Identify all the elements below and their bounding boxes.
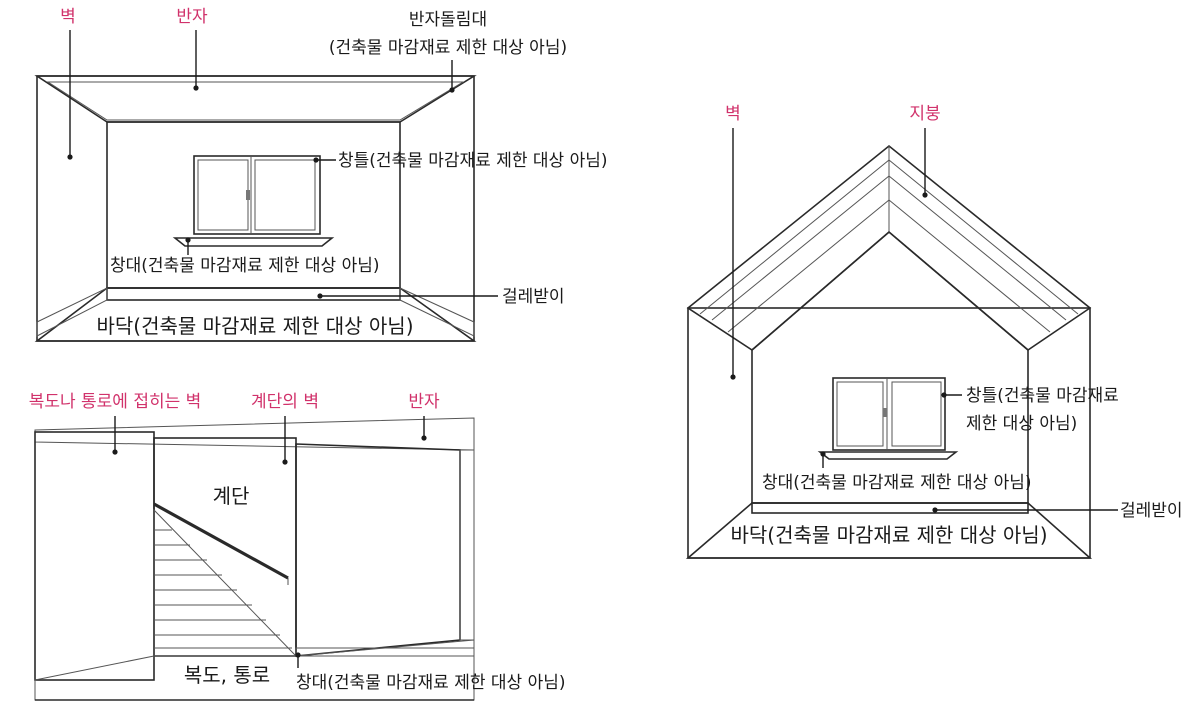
corridor-sill (295, 647, 475, 657)
room-baseboard (106, 287, 401, 301)
gable-window-frame-label-1: 창틀(건축물 마감재료 (966, 386, 1119, 406)
stair-wall-label: 계단의 벽 (251, 392, 319, 412)
gable-wall-label: 벽 (725, 104, 741, 124)
room-crown-label: 반자돌림대 (409, 10, 487, 30)
corridor-wall-label: 복도나 통로에 접히는 벽 (29, 392, 202, 412)
gable-roof-label: 지붕 (909, 104, 940, 124)
room-baseboard-label: 걸레받이 (502, 287, 565, 307)
room-floor-label: 바닥(건축물 마감재료 제한 대상 아님) (96, 314, 413, 338)
gable-baseboard (751, 502, 1029, 514)
gable-window (817, 377, 959, 460)
room-ceiling-label: 반자 (176, 7, 208, 27)
corridor-end-wall (459, 449, 475, 641)
stair-well (153, 437, 297, 657)
corridor-left-wall (34, 431, 155, 681)
gable-window-sill (817, 451, 959, 460)
corridor-sill-label: 창대(건축물 마감재료 제한 대상 아님) (296, 673, 565, 693)
corridor-ceiling-label: 반자 (408, 392, 440, 412)
stair-handrail (153, 502, 289, 580)
corridor-ceiling (34, 417, 475, 451)
stairs-label: 계단 (213, 484, 250, 508)
room-crown-molding (46, 81, 465, 121)
room-window-sill (172, 237, 335, 247)
gable-window-sill-label: 창대(건축물 마감재료 제한 대상 아님) (762, 473, 1031, 493)
corridor-diagram: 복도나 통로에 접히는 벽 계단의 벽 반자 계단 복도, 통로 창대(건축물 … (29, 392, 565, 701)
room-wall-label: 벽 (60, 7, 76, 27)
room-window-frame-label: 창틀(건축물 마감재료 제한 대상 아님) (338, 151, 607, 171)
room-baseboard-left (36, 287, 108, 337)
gable-floor-label: 바닥(건축물 마감재료 제한 대상 아님) (730, 523, 1047, 547)
room-window-sill-label: 창대(건축물 마감재료 제한 대상 아님) (110, 256, 379, 276)
gable-window-frame-label-2: 제한 대상 아님) (966, 414, 1077, 434)
room-crown-note: (건축물 마감재료 제한 대상 아님) (329, 38, 567, 58)
room-diagram: 벽 반자 반자돌림대 (건축물 마감재료 제한 대상 아님) 창틀(건축물 마감… (34, 7, 607, 342)
corridor-right-wall (295, 443, 461, 657)
corridor-label: 복도, 통로 (184, 663, 270, 687)
gable-diagram: 벽 지붕 창틀(건축물 마감재료 제한 대상 아님) 창대(건축물 마감재료 제… (685, 104, 1183, 559)
gable-back-wall (751, 230, 1029, 504)
stairs (153, 502, 298, 657)
gable-baseboard-label: 걸레받이 (1120, 501, 1183, 521)
room-window (172, 155, 335, 247)
